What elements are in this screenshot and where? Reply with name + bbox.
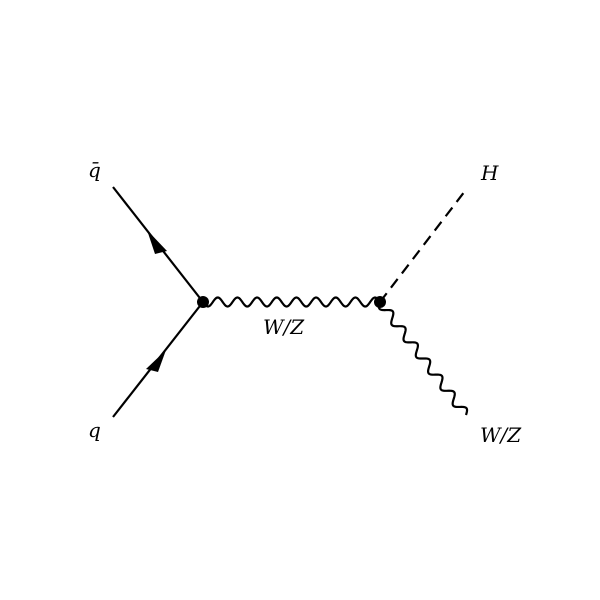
higgs-label: H <box>480 161 499 185</box>
vertex-right <box>374 296 386 308</box>
vertex-left <box>197 296 209 308</box>
propagator-label: W/Z <box>263 315 305 339</box>
antiquark-label: q̄ <box>88 158 101 182</box>
propagator-wavy-line <box>202 296 381 308</box>
quark-label: q <box>88 418 101 442</box>
outgoing-boson-wavy-line <box>377 301 469 416</box>
outgoing-boson-label: W/Z <box>480 423 522 447</box>
higgs-dashed-line <box>379 190 466 303</box>
antiquark-arrow <box>147 230 167 254</box>
quark-arrow <box>146 350 166 372</box>
